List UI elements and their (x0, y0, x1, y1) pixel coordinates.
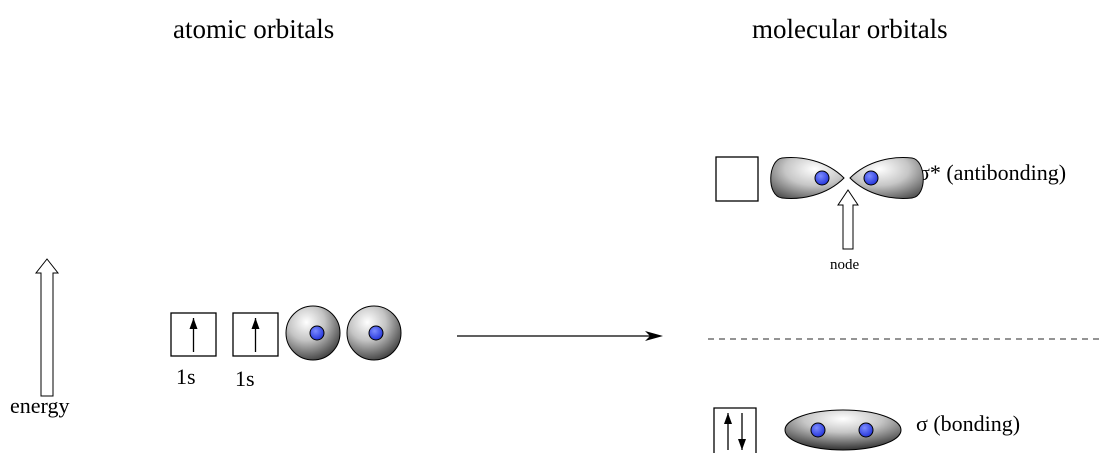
ao-right-electrons (251, 318, 260, 352)
atomic-sphere-right (346, 305, 402, 361)
electron-up-arrow-icon (724, 413, 732, 450)
nucleus-icon (368, 325, 384, 341)
ao-left-electrons (189, 318, 198, 352)
molecular-orbitals-heading: molecular orbitals (752, 14, 948, 44)
electron-down-arrow-icon (738, 413, 746, 450)
node-label: node (830, 257, 860, 273)
reaction-arrow-icon (457, 331, 663, 341)
bonding-box (713, 407, 757, 453)
electron-up-arrow-icon (251, 318, 260, 352)
antibonding-lobe-right (849, 157, 924, 199)
ao-left-label: 1s (176, 364, 196, 389)
atomic-sphere-left (285, 305, 341, 361)
energy-arrow-icon (34, 258, 60, 397)
bonding-electrons (724, 413, 746, 450)
electron-up-arrow-icon (189, 318, 198, 352)
energy-label: energy (10, 393, 70, 418)
antibonding-lobe-left (770, 157, 845, 199)
ao-right-label: 1s (235, 366, 255, 391)
nucleus-icon (858, 422, 874, 438)
nucleus-icon (309, 325, 325, 341)
nucleus-icon (814, 170, 830, 186)
antibonding-label: σ* (antibonding) (918, 160, 1067, 185)
atomic-orbitals-heading: atomic orbitals (173, 14, 335, 44)
bonding-orbital-shape (784, 409, 902, 451)
antibonding-box (715, 156, 759, 202)
bonding-label: σ (bonding) (916, 411, 1021, 436)
nucleus-icon (863, 170, 879, 186)
nucleus-icon (810, 422, 826, 438)
node-arrow-icon (837, 189, 859, 250)
